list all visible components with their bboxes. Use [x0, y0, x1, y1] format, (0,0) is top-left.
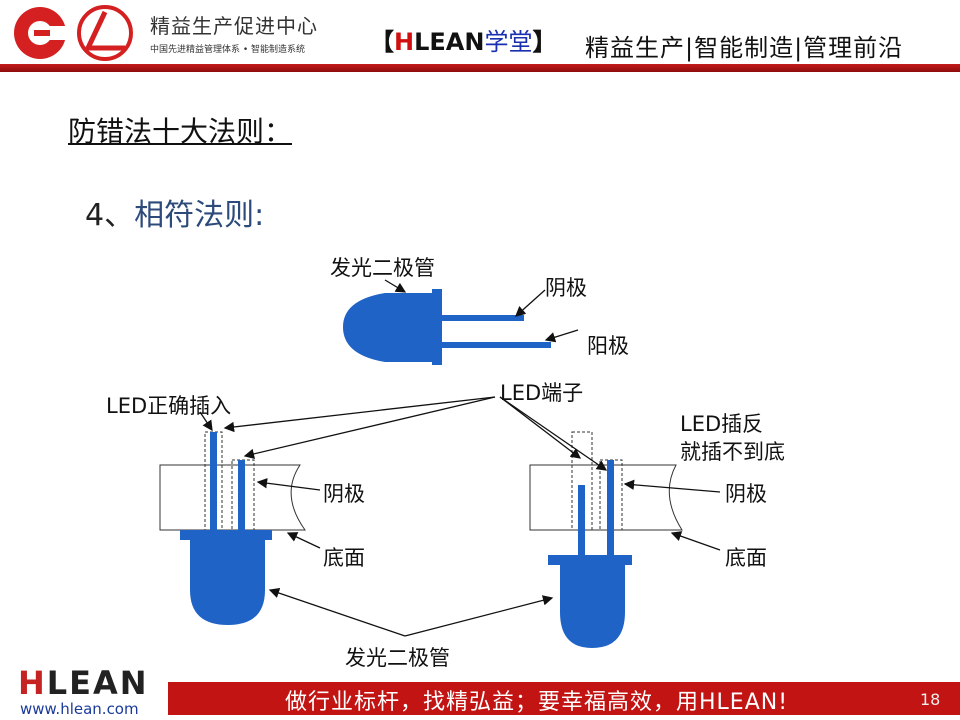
footer-logo: HLEAN [18, 664, 149, 702]
footer-url[interactable]: www.hlean.com [20, 700, 139, 718]
logo-icon [14, 5, 133, 61]
label-led-top: 发光二极管 [330, 256, 435, 280]
header-slogan: 精益生产|智能制造|管理前沿 [585, 34, 904, 62]
slide-subtitle: 4、相符法则: [85, 198, 265, 233]
label-led-bottom: 发光二极管 [345, 646, 450, 670]
label-led-correct: LED正确插入 [106, 394, 232, 418]
brand: 【HLEAN学堂】 [370, 28, 557, 56]
org-subtitle: 中国先进精益管理体系 • 智能制造系统 [150, 45, 306, 55]
page-number: 18 [920, 690, 941, 709]
label-bottom-right: 底面 [725, 546, 767, 570]
label-bottom-left: 底面 [323, 546, 365, 570]
arrows [199, 279, 721, 637]
label-cathode-right: 阴极 [725, 482, 767, 506]
footer-slogan: 做行业标杆，找精弘益；要幸福高效，用HLEAN! [285, 690, 789, 715]
label-cathode-top: 阴极 [545, 276, 587, 300]
led-right [529, 431, 683, 648]
label-anode-top: 阳极 [587, 334, 629, 358]
org-name: 精益生产促进中心 [150, 14, 318, 38]
header-bar [0, 64, 960, 72]
label-led-pins: LED端子 [500, 381, 584, 405]
led-left [159, 431, 306, 625]
footer-bar [168, 682, 960, 715]
label-led-reverse-1: LED插反 [680, 412, 764, 436]
led-top [343, 289, 551, 365]
slide-title: 防错法十大法则： [68, 115, 293, 148]
label-led-reverse-2: 就插不到底 [680, 440, 785, 464]
label-cathode-left: 阴极 [323, 482, 365, 506]
